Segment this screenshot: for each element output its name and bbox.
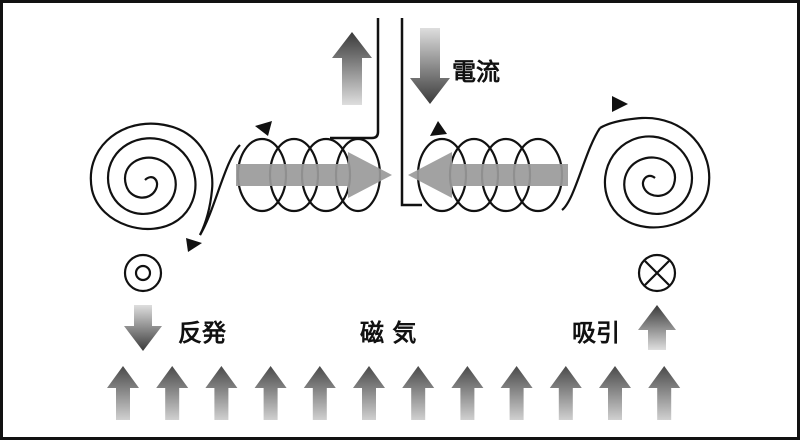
out-of-page-symbol: [123, 253, 163, 293]
magnetism-label: 磁 気: [360, 319, 416, 347]
field-arrow: [402, 366, 435, 420]
left-spiral-coil: [89, 122, 214, 236]
field-arrow: [353, 366, 385, 420]
magnetic-field-arrows: [107, 366, 681, 420]
right-connector-wire: [561, 127, 601, 211]
attraction-label: 吸引: [572, 319, 620, 347]
right-lead-bottom-wire: [400, 162, 422, 207]
field-arrow: [107, 366, 139, 420]
current-label: 電流: [452, 58, 500, 86]
into-page-symbol: [637, 253, 677, 293]
left-connector-wire: [199, 144, 241, 236]
repulsion-arrow: [124, 305, 162, 351]
field-arrow: [254, 366, 287, 420]
current-down-arrow: [410, 28, 450, 104]
left-lead-wire: [330, 18, 380, 140]
field-arrow: [549, 366, 582, 420]
field-arrow: [156, 366, 189, 420]
direction-marker-4: [186, 238, 202, 252]
field-arrow: [303, 366, 336, 420]
current-up-arrow: [332, 32, 372, 105]
direction-marker-3: [612, 96, 628, 112]
direction-marker-1: [255, 121, 272, 136]
field-arrow: [205, 366, 238, 420]
right-core-arrow: [408, 152, 568, 198]
field-arrow: [599, 366, 631, 420]
right-spiral-coil: [599, 116, 711, 229]
repulsion-label: 反発: [178, 319, 227, 347]
left-core-arrow: [236, 152, 392, 198]
direction-marker-2: [430, 121, 447, 136]
field-arrow: [500, 366, 533, 420]
field-arrow: [648, 366, 681, 420]
attraction-arrow: [638, 305, 676, 350]
field-arrow: [451, 366, 484, 420]
